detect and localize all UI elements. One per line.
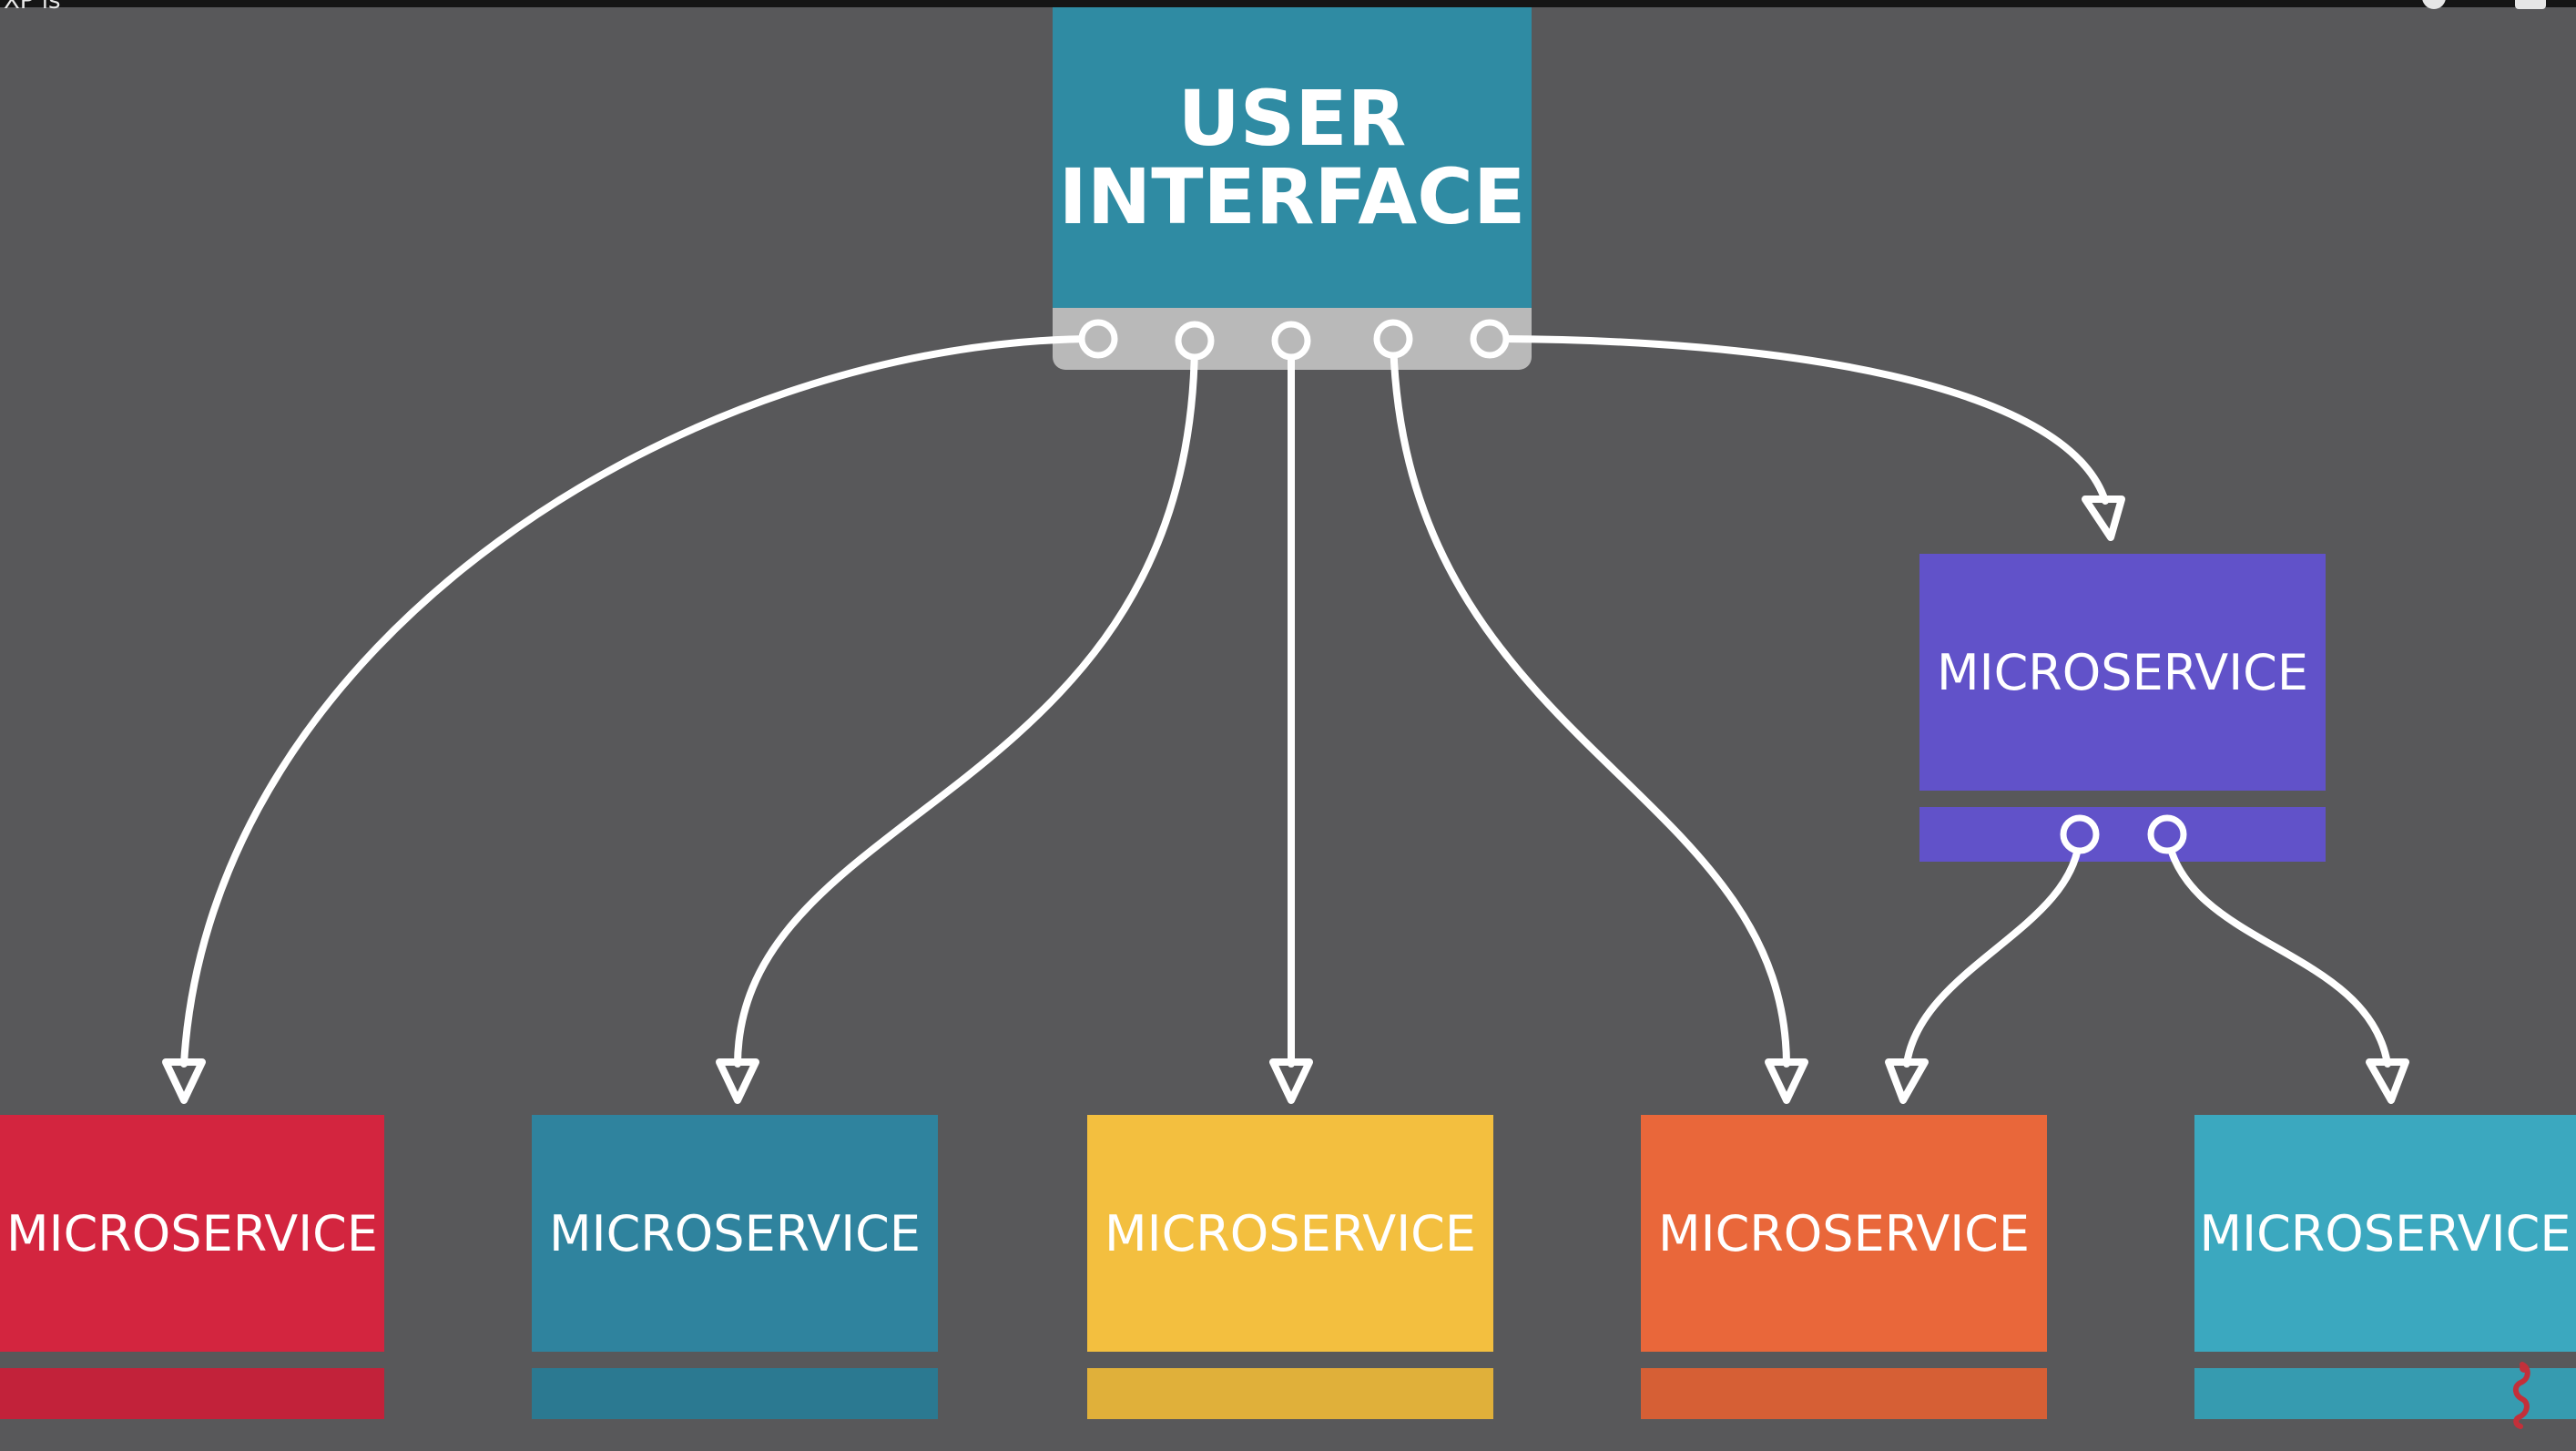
seahorse-logo-icon xyxy=(2513,1362,2530,1429)
share-arrow-icon[interactable] xyxy=(2515,0,2546,9)
microservice-label: MICROSERVICE xyxy=(549,1204,921,1262)
user-interface-port-bar xyxy=(1053,308,1532,370)
user-interface-node: USER INTERFACE xyxy=(1053,7,1532,308)
arrowhead-orange-from-ui xyxy=(1765,1058,1808,1104)
edge-top-service-to-cyan xyxy=(2164,831,2391,1068)
microservice-label: MICROSERVICE xyxy=(6,1204,378,1262)
microservice-bar-teal xyxy=(532,1368,938,1419)
arrowhead-teal xyxy=(716,1058,759,1104)
arrowhead-red xyxy=(162,1058,206,1104)
microservice-node-cyan: MICROSERVICE xyxy=(2194,1115,2576,1352)
edge-ui-to-orange xyxy=(1390,335,1790,1068)
microservice-label: MICROSERVICE xyxy=(1658,1204,2030,1262)
arrowhead-top-service xyxy=(2082,496,2125,541)
microservice-bar-orange xyxy=(1641,1368,2047,1419)
edge-ui-to-red xyxy=(180,335,1102,1068)
edge-top-service-to-orange xyxy=(1903,831,2083,1068)
top-microservice-port-bar xyxy=(1919,807,2326,862)
video-top-strip: XP is xyxy=(0,0,2576,15)
arrowhead-yellow xyxy=(1269,1058,1313,1104)
microservice-node-orange: MICROSERVICE xyxy=(1641,1115,2047,1352)
arrowhead-cyan xyxy=(2366,1058,2409,1104)
video-title-fragment: XP is xyxy=(4,0,61,15)
edge-ui-to-teal xyxy=(734,335,1198,1068)
top-microservice-label: MICROSERVICE xyxy=(1937,643,2308,701)
microservice-node-yellow: MICROSERVICE xyxy=(1087,1115,1493,1352)
microservice-node-red: MICROSERVICE xyxy=(0,1115,384,1352)
microservice-label: MICROSERVICE xyxy=(1105,1204,1476,1262)
user-interface-label: USER INTERFACE xyxy=(1058,74,1526,241)
microservice-node-teal: MICROSERVICE xyxy=(532,1115,938,1352)
edge-ui-to-top-service xyxy=(1486,335,2109,505)
top-microservice-node: MICROSERVICE xyxy=(1919,554,2326,791)
microservice-label: MICROSERVICE xyxy=(2199,1204,2571,1262)
microservice-bar-red xyxy=(0,1368,384,1419)
arrowhead-orange-from-service xyxy=(1885,1058,1929,1104)
microservice-bar-cyan xyxy=(2194,1368,2576,1419)
microservice-bar-yellow xyxy=(1087,1368,1493,1419)
player-control-icon[interactable] xyxy=(2422,0,2446,9)
